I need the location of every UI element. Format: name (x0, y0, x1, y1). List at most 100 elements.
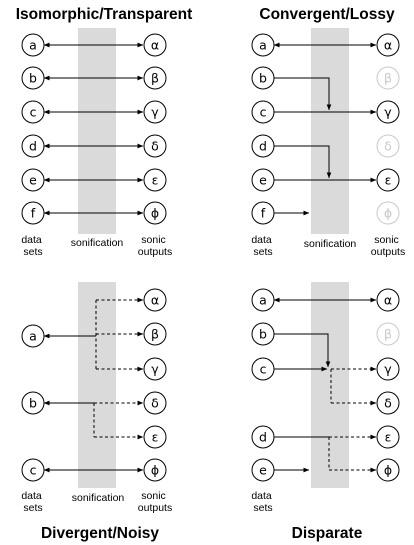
data-node-b: b (21, 391, 45, 415)
svg-text:a: a (259, 38, 267, 53)
connector-d-to-epsilon (274, 145, 332, 179)
data-set-nodes: a b c d e f (21, 33, 45, 225)
caption-sonic-outputs: sonic outputs (138, 234, 172, 258)
output-node-beta: β (143, 322, 167, 346)
data-node-d: d (251, 425, 275, 449)
svg-text:d: d (29, 139, 37, 154)
data-set-nodes: a b c (21, 324, 45, 482)
svg-text:ϕ: ϕ (384, 206, 392, 221)
caption-data-sets: data sets (251, 234, 274, 258)
svg-text:ε: ε (152, 173, 159, 188)
data-node-a: a (251, 33, 275, 57)
data-node-f: f (21, 201, 45, 225)
output-node-phi: ϕ (143, 201, 167, 225)
svg-text:δ: δ (384, 139, 392, 154)
svg-text:b: b (29, 396, 37, 411)
svg-text:c: c (30, 463, 37, 478)
mapping-connectors (273, 297, 377, 473)
svg-text:a: a (29, 329, 37, 344)
data-node-d: d (251, 134, 275, 158)
caption-data-sets: data sets (21, 490, 44, 514)
svg-text:α: α (384, 38, 392, 53)
output-node-delta-unused: δ (376, 134, 400, 158)
caption-data-sets: data sets (21, 234, 44, 258)
svg-text:f: f (31, 206, 36, 221)
svg-text:ε: ε (385, 173, 392, 188)
data-node-a: a (21, 33, 45, 57)
svg-text:ϕ: ϕ (151, 206, 159, 221)
svg-text:ε: ε (152, 430, 159, 445)
data-node-e: e (251, 458, 275, 482)
output-node-alpha: α (376, 33, 400, 57)
data-node-b: b (251, 66, 275, 90)
panel-title: Isomorphic/Transparent (16, 6, 193, 23)
svg-text:α: α (384, 293, 392, 308)
connector-b-to-merge (274, 333, 331, 368)
data-node-b: b (21, 66, 45, 90)
connector-b-to-gamma (274, 77, 332, 111)
data-node-c: c (251, 357, 275, 381)
output-node-delta: δ (143, 391, 167, 415)
svg-text:a: a (259, 293, 267, 308)
svg-text:c: c (30, 105, 37, 120)
output-node-epsilon: ε (143, 168, 167, 192)
data-node-e: e (251, 168, 275, 192)
output-node-epsilon: ε (143, 425, 167, 449)
svg-text:e: e (29, 173, 37, 188)
data-node-b: b (251, 322, 275, 346)
caption-sonification: sonification (304, 238, 357, 250)
data-node-a: a (21, 324, 45, 348)
svg-text:γ: γ (384, 105, 392, 120)
data-set-nodes: a b c d e f (251, 33, 275, 225)
svg-text:d: d (259, 430, 267, 445)
output-node-phi: ϕ (143, 458, 167, 482)
data-node-c: c (21, 100, 45, 124)
svg-text:b: b (259, 71, 267, 86)
sonification-band (311, 28, 349, 234)
svg-text:β: β (151, 327, 159, 342)
caption-sonification: sonification (71, 237, 124, 249)
svg-text:β: β (384, 71, 392, 86)
caption-sonic-outputs: sonic outputs (371, 234, 405, 258)
svg-text:e: e (259, 173, 267, 188)
panel-title: Divergent/Noisy (41, 525, 159, 542)
svg-text:ε: ε (385, 430, 392, 445)
panel-convergent: Convergent/Lossy a b c d e f α β γ δ ε ϕ (251, 6, 405, 258)
output-node-alpha: α (376, 288, 400, 312)
output-node-delta: δ (376, 391, 400, 415)
output-node-epsilon: ε (376, 425, 400, 449)
output-node-gamma: γ (143, 357, 167, 381)
mapping-connectors (273, 42, 377, 216)
data-node-f: f (251, 201, 275, 225)
sonic-output-nodes: α β γ δ ε ϕ (376, 33, 400, 225)
panel-divergent: a b c α β γ δ ε ϕ data sets sonification… (21, 282, 172, 542)
svg-text:c: c (260, 362, 267, 377)
data-node-a: a (251, 288, 275, 312)
svg-text:δ: δ (151, 396, 159, 411)
sonic-output-nodes: α β γ δ ε ϕ (376, 288, 400, 482)
sonification-band (78, 28, 116, 234)
svg-text:β: β (151, 71, 159, 86)
mapping-connectors (43, 297, 144, 473)
caption-sonification: sonification (72, 492, 125, 504)
output-node-beta: β (143, 66, 167, 90)
svg-text:δ: δ (384, 396, 392, 411)
output-node-epsilon: ε (376, 168, 400, 192)
output-node-alpha: α (143, 288, 167, 312)
output-node-phi: ϕ (376, 458, 400, 482)
output-node-delta: δ (143, 134, 167, 158)
svg-text:ϕ: ϕ (384, 463, 392, 478)
sonic-output-nodes: α β γ δ ε ϕ (143, 288, 167, 482)
svg-text:β: β (384, 327, 392, 342)
panel-title: Disparate (292, 525, 363, 542)
output-node-beta-unused: β (376, 322, 400, 346)
svg-text:γ: γ (151, 362, 159, 377)
svg-text:γ: γ (384, 362, 392, 377)
svg-text:α: α (151, 293, 159, 308)
output-node-alpha: α (143, 33, 167, 57)
svg-text:a: a (29, 38, 37, 53)
svg-text:α: α (151, 38, 159, 53)
caption-data-sets: data sets (251, 490, 274, 514)
output-node-gamma: γ (376, 357, 400, 381)
